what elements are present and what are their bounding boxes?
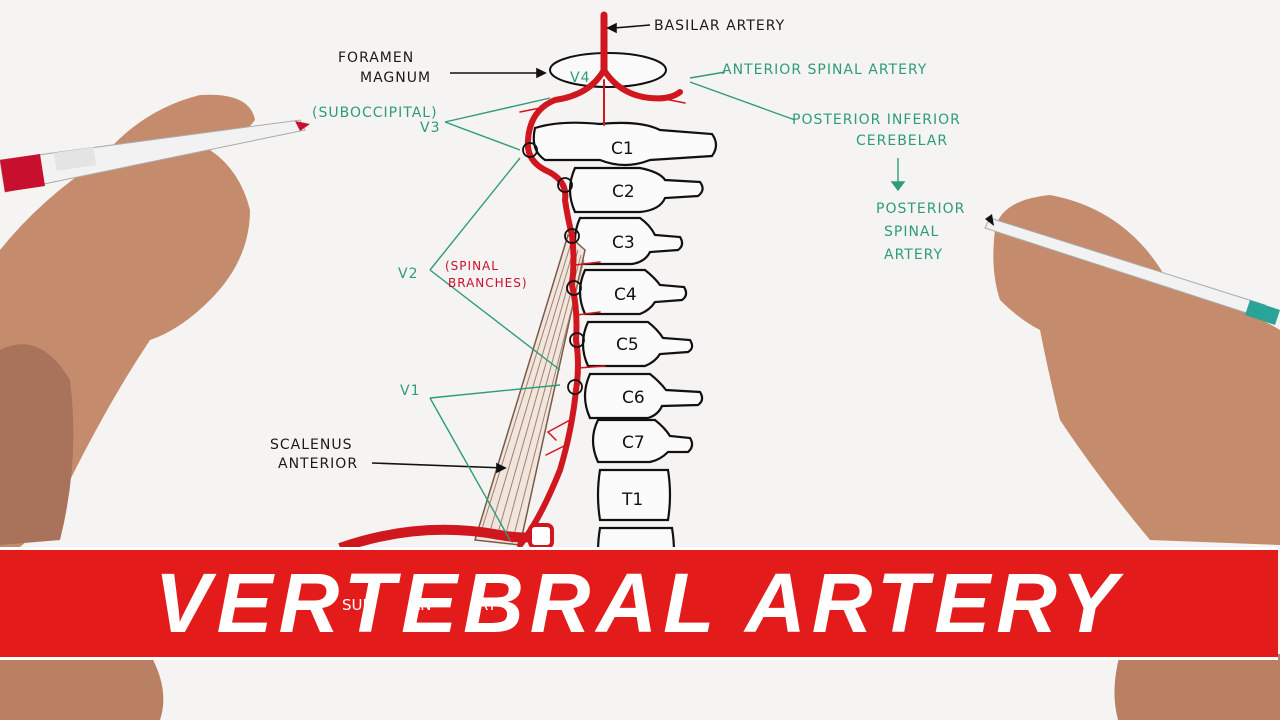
green-pointer-lines (429, 71, 906, 541)
label-v1: V1 (400, 383, 420, 399)
label-anterior-spinal-artery: ANTERIOR SPINAL ARTERY (722, 62, 927, 78)
forearms-bottom (0, 654, 1280, 720)
label-spinal-branches-line2: BRANCHES) (448, 276, 528, 290)
label-posterior-spinal-line3: ARTERY (884, 247, 943, 263)
label-foramen: FORAMEN (338, 50, 414, 66)
title-banner: VERTEBRAL ARTERY (0, 547, 1278, 660)
label-posterior-spinal-line2: SPINAL (884, 224, 939, 240)
label-spinal-branches-line1: (SPINAL (445, 259, 499, 273)
vertebra-label: C1 (611, 139, 634, 159)
label-scalenus: SCALENUS (270, 437, 353, 453)
vertebra-c2 (568, 166, 704, 214)
label-suboccipital: (SUBOCCIPITAL) (312, 105, 438, 121)
label-v2: V2 (398, 266, 418, 282)
vertebra-t1 (596, 468, 672, 522)
right-hand (993, 195, 1280, 545)
banner-title: VERTEBRAL ARTERY (154, 556, 1124, 650)
label-pica-line1: POSTERIOR INFERIOR (792, 112, 961, 128)
vertebra-label: C6 (622, 388, 645, 408)
label-anterior: ANTERIOR (278, 456, 358, 472)
vertebra-c4 (578, 268, 688, 316)
right-marker-pen (984, 214, 1280, 325)
vertebra-label: C4 (614, 285, 637, 305)
vertebral-artery (517, 11, 686, 548)
vertebra-label: C7 (622, 433, 645, 453)
vertebra-label: C5 (616, 335, 639, 355)
label-magnum: MAGNUM (360, 70, 431, 86)
left-marker-pen (0, 119, 310, 193)
vertebra-label: C2 (612, 182, 635, 202)
vertebra-c7 (591, 418, 694, 464)
left-hand (0, 94, 255, 560)
vertebra-c5 (581, 320, 694, 368)
subclavian-artery (338, 523, 554, 553)
vertebra-c1 (532, 121, 718, 167)
black-pointer-lines (371, 22, 651, 474)
vertebra-label: T1 (621, 490, 643, 510)
label-posterior-spinal-line1: POSTERIOR (876, 201, 965, 217)
label-v3: V3 (420, 120, 440, 136)
label-v4: V4 (570, 70, 590, 86)
label-pica-line2: CEREBELAR (856, 133, 948, 149)
label-basilar-artery: BASILAR ARTERY (654, 18, 785, 34)
vertebra-c6 (583, 372, 704, 420)
transverse-foramina (522, 142, 585, 395)
vertebra-label: C3 (612, 233, 635, 253)
foramen-magnum-shape (549, 52, 667, 88)
